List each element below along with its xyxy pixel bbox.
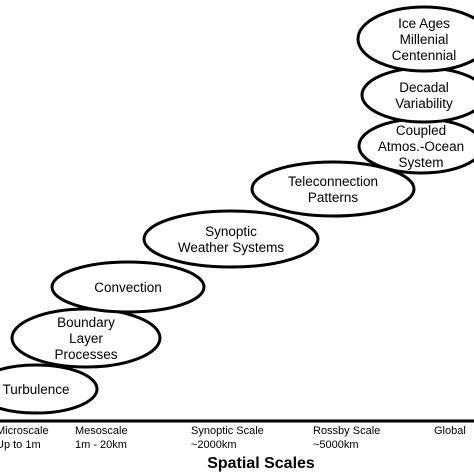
tick-label-global-line-1: Global [434, 425, 466, 437]
ellipse-convection [50, 260, 206, 314]
tick-microscale: Microscale Up to 1m [0, 425, 49, 451]
tick-label-mesoscale-line-2: 1m - 20km [75, 439, 127, 451]
x-axis-title: Spatial Scales [207, 455, 315, 472]
label-teleconnection-patterns-line-2: Patterns [308, 190, 359, 205]
label-synoptic-weather-systems-line-2: Weather Systems [178, 240, 285, 255]
ellipse-decadal-variability [360, 66, 474, 124]
ellipse-synoptic-weather-systems [142, 209, 320, 269]
label-convection-line-1: Convection [94, 280, 162, 295]
label-ice-ages-millenial-centennial-line-3: Centennial [392, 48, 457, 63]
tick-label-rossby-scale-line-2: ~5000km [313, 439, 359, 451]
tick-label-microscale-line-1: Microscale [0, 425, 49, 437]
tick-label-microscale-line-2: Up to 1m [0, 439, 41, 451]
tick-global: Global [434, 425, 466, 437]
phenomenon-turbulence: Turbulence [0, 363, 99, 415]
label-coupled-atmos-ocean-system-line-3: System [398, 155, 443, 170]
ellipse-turbulence [0, 363, 99, 415]
ellipse-ice-ages-millenial-centennial [356, 5, 474, 73]
label-decadal-variability-line-2: Variability [395, 96, 453, 111]
tick-mesoscale: Mesoscale 1m - 20km [75, 425, 128, 451]
x-axis-ticks: Microscale Up to 1m Mesoscale 1m - 20km Syno… [0, 425, 466, 451]
label-ice-ages-millenial-centennial-line-2: Millenial [400, 32, 449, 47]
tick-rossby-scale: Rossby Scale ~5000km [313, 425, 380, 451]
label-decadal-variability-line-1: Decadal [399, 80, 449, 95]
label-boundary-layer-processes-line-1: Boundary [57, 315, 115, 330]
label-coupled-atmos-ocean-system-line-2: Atmos.-Ocean [378, 139, 464, 154]
label-synoptic-weather-systems-line-1: Synoptic [205, 224, 257, 239]
ellipse-teleconnection-patterns [250, 160, 416, 218]
tick-label-rossby-scale-line-1: Rossby Scale [313, 425, 380, 437]
label-ice-ages-millenial-centennial-line-1: Ice Ages [398, 16, 450, 31]
tick-synoptic-scale: Synoptic Scale ~2000km [191, 425, 264, 451]
label-turbulence-line-1: Turbulence [2, 382, 69, 397]
phenomenon-convection: Convection [50, 260, 206, 314]
label-boundary-layer-processes-line-2: Layer [69, 331, 103, 346]
tick-label-mesoscale-line-1: Mesoscale [75, 425, 128, 437]
label-coupled-atmos-ocean-system-line-1: Coupled [396, 123, 446, 138]
tick-label-synoptic-scale-line-2: ~2000km [191, 439, 237, 451]
tick-label-synoptic-scale-line-1: Synoptic Scale [191, 425, 264, 437]
label-teleconnection-patterns-line-1: Teleconnection [288, 174, 378, 189]
label-boundary-layer-processes-line-3: Processes [54, 347, 117, 362]
